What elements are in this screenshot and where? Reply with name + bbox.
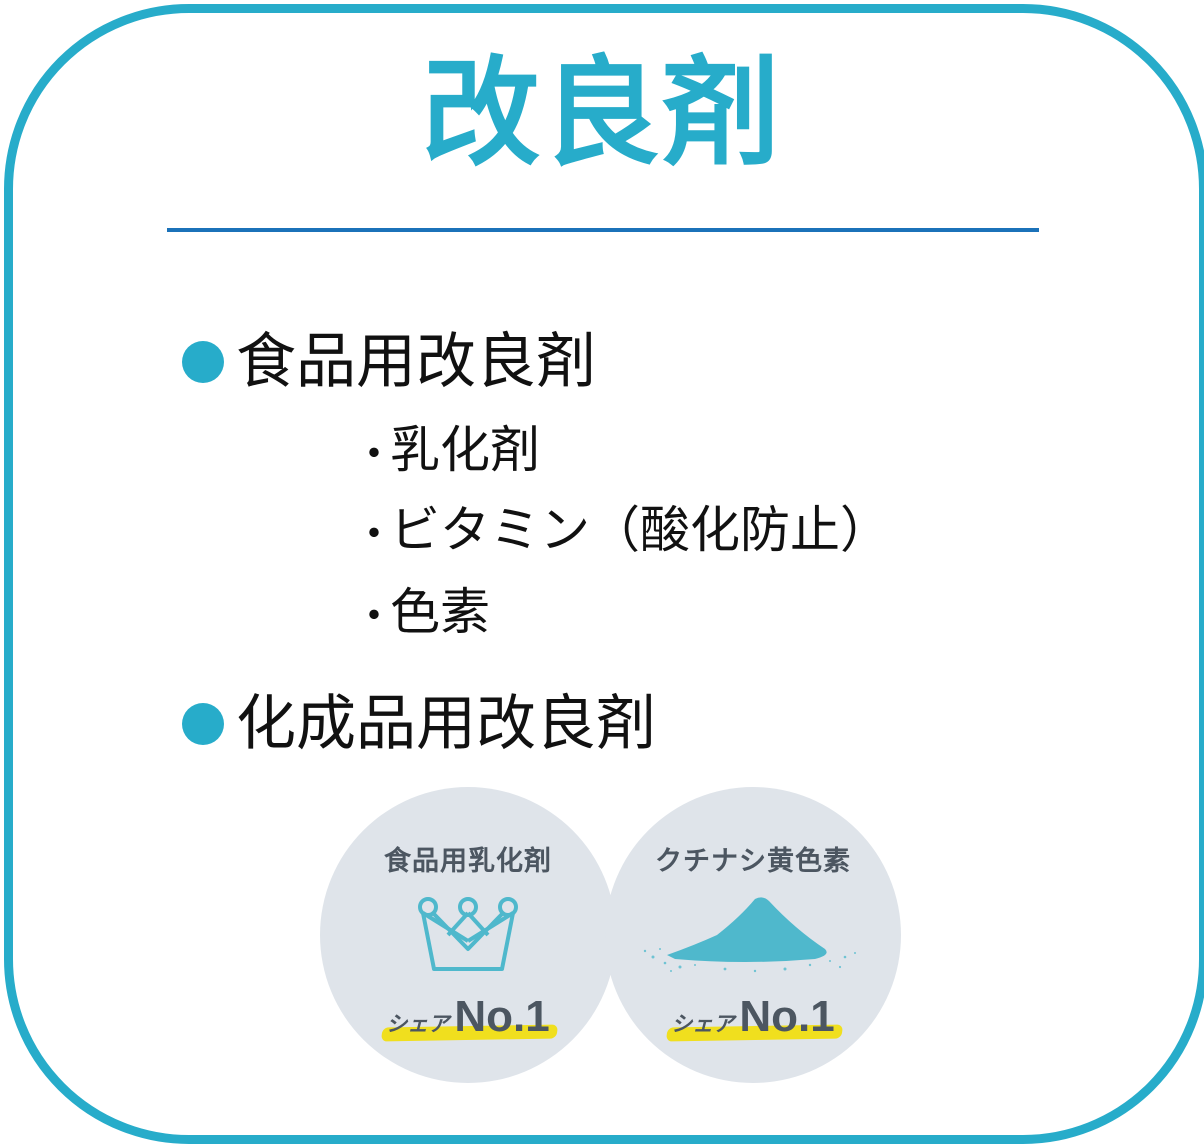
list-item: ・ ビタミン（酸化防止）	[352, 498, 890, 562]
share-small-text: シェア	[386, 1012, 450, 1036]
bullet-mark: ・	[352, 591, 396, 642]
bullet-mark: ・	[352, 429, 396, 480]
powder-pile-icon	[605, 887, 901, 987]
list-item-label: ビタミン（酸化防止）	[390, 501, 890, 559]
page-title: 改良剤	[421, 44, 782, 182]
badge-label: クチナシ黄色素	[655, 846, 851, 877]
bullet-mark: ・	[352, 509, 396, 560]
share-no1: シェア No.1	[320, 992, 616, 1052]
list-item: ・ 色素	[352, 580, 490, 644]
list-item: ・ 乳化剤	[352, 418, 540, 482]
share-no1: シェア No.1	[605, 992, 901, 1052]
section-heading-text: 食品用改良剤	[236, 327, 596, 397]
share-big-text: No.1	[739, 992, 835, 1041]
badge-label: 食品用乳化剤	[384, 846, 552, 877]
crown-icon	[320, 887, 616, 987]
badge-gardenia-yellow: クチナシ黄色素 シェア No.1	[605, 787, 901, 1083]
share-small-text: シェア	[671, 1012, 735, 1036]
share-big-text: No.1	[454, 992, 550, 1041]
badge-emulsifier: 食品用乳化剤 シェア No.1	[320, 787, 616, 1083]
section-heading-text: 化成品用改良剤	[236, 689, 656, 759]
title-divider	[167, 228, 1039, 232]
section-heading-food: 食品用改良剤	[182, 324, 596, 400]
list-item-label: 色素	[390, 583, 490, 641]
section-heading-chemical: 化成品用改良剤	[182, 686, 656, 762]
list-item-label: 乳化剤	[390, 421, 540, 479]
bullet-dot-icon	[182, 703, 224, 745]
bullet-dot-icon	[182, 341, 224, 383]
